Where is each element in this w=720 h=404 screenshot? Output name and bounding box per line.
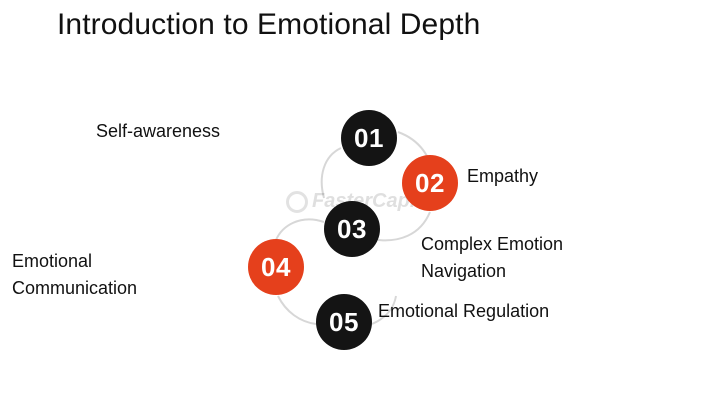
- label-complex-emotion-navigation: Complex Emotion Navigation: [421, 231, 563, 285]
- node-05: 05: [316, 294, 372, 350]
- label-line: Complex Emotion: [421, 234, 564, 254]
- watermark-logo-icon: [286, 190, 308, 213]
- node-number: 03: [337, 213, 367, 244]
- node-03: 03: [324, 201, 380, 257]
- node-01: 01: [341, 110, 397, 166]
- connector-01-left: [320, 147, 342, 199]
- node-number: 04: [261, 251, 291, 282]
- label-line: Emotional: [12, 251, 93, 271]
- node-number: 01: [354, 122, 384, 153]
- connector-04-05: [277, 295, 317, 325]
- node-number: 02: [415, 167, 445, 198]
- node-02: 02: [402, 155, 458, 211]
- node-04: 04: [248, 239, 304, 295]
- label-emotional-communication: Emotional Communication: [12, 248, 137, 302]
- connector-05-right: [371, 295, 397, 325]
- label-self-awareness: Self-awareness: [96, 121, 221, 141]
- connector-02-03: [377, 211, 431, 242]
- label-line: Navigation: [421, 261, 507, 281]
- node-number: 05: [329, 306, 359, 337]
- connector-03-04: [275, 218, 325, 241]
- label-emotional-regulation: Emotional Regulation: [378, 301, 550, 321]
- label-line: Communication: [12, 278, 138, 298]
- page-title: Introduction to Emotional Depth: [57, 8, 481, 41]
- label-empathy: Empathy: [467, 166, 539, 186]
